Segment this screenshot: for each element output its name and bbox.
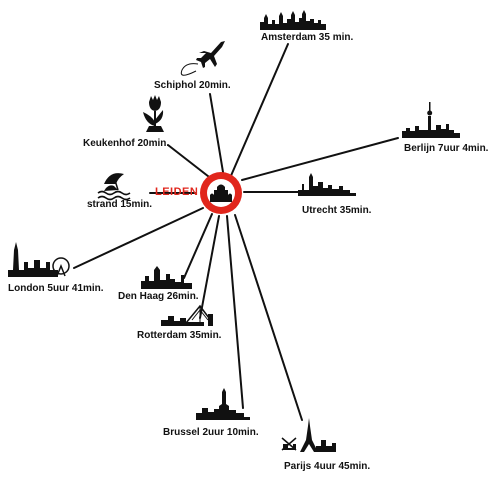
utrecht-skyline-icon (298, 173, 356, 196)
label-denhaag: Den Haag 26min. (118, 291, 199, 302)
label-schiphol: Schiphol 20min. (154, 80, 231, 91)
den-haag-skyline-icon (141, 266, 192, 289)
rotterdam-skyline-icon (161, 304, 213, 326)
line-keukenhof (167, 144, 214, 181)
airplane-icon (180, 41, 225, 76)
leiden-hub (200, 172, 242, 214)
label-rotterdam: Rotterdam 35min. (137, 330, 222, 341)
label-berlijn: Berlijn 7uur 4min. (404, 143, 489, 154)
line-london (73, 207, 204, 269)
label-strand: strand 15min. (87, 199, 153, 210)
line-rotterdam (199, 215, 220, 319)
amsterdam-skyline-icon (260, 10, 326, 30)
brussels-skyline-icon (196, 388, 250, 420)
label-keukenhof: Keukenhof 20min. (83, 138, 170, 149)
line-denhaag (183, 213, 213, 279)
beach-umbrella-icon (97, 173, 131, 201)
line-amsterdam (229, 43, 289, 179)
label-london: London 5uur 41min. (8, 283, 104, 294)
label-utrecht: Utrecht 35min. (302, 205, 372, 216)
label-parijs: Parijs 4uur 45min. (284, 461, 371, 472)
line-parijs (234, 214, 303, 421)
berlin-skyline-icon (402, 102, 460, 138)
line-berlijn (241, 137, 399, 181)
label-amsterdam: Amsterdam 35 min. (261, 32, 354, 43)
london-skyline-icon (8, 242, 70, 277)
leiden-castle-icon (210, 184, 232, 202)
line-schiphol (209, 93, 224, 173)
paris-skyline-icon (281, 418, 336, 452)
label-brussel: Brussel 2uur 10min. (163, 427, 259, 438)
line-brussel (226, 215, 244, 409)
tulip-icon (143, 95, 164, 132)
hub-label-leiden: LEIDEN (155, 186, 199, 198)
